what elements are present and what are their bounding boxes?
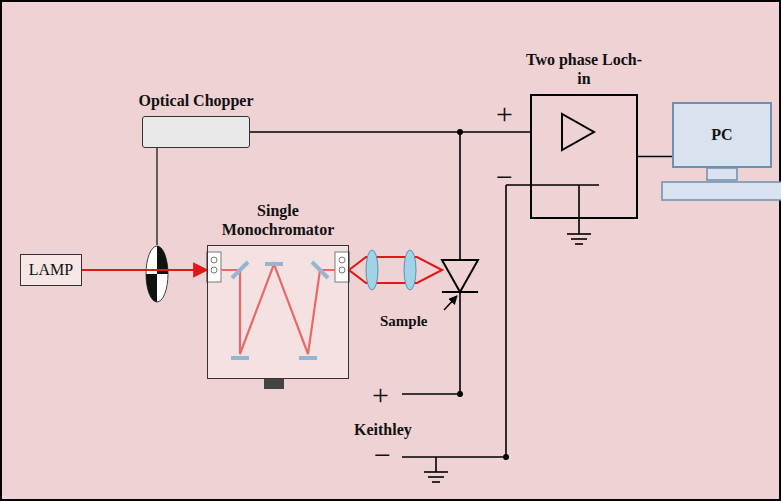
- light-beam: [82, 269, 207, 271]
- terminal-sign: +: [372, 380, 389, 410]
- data-cable: [638, 156, 672, 158]
- circuit-wires: [402, 132, 599, 482]
- pc-monitor-outline: PC: [672, 102, 772, 168]
- pc-stand: [662, 168, 781, 200]
- chopper-wheel: [146, 246, 168, 302]
- box-heading: Two phase Loch-in: [522, 50, 647, 88]
- box-text: PC: [711, 126, 732, 144]
- terminal-sign: −: [374, 440, 391, 470]
- lockin-box: Two phase Loch-in: [530, 94, 638, 219]
- sample-leader: [444, 296, 457, 310]
- input-sign: +: [496, 99, 513, 129]
- input-sign: −: [496, 162, 513, 192]
- lamp-box-outline: LAMP: [20, 254, 82, 286]
- monochromator-box-outline: [207, 245, 349, 379]
- amplifier-symbol: [562, 114, 594, 150]
- box-text: LAMP: [29, 261, 73, 279]
- box-heading: Optical Chopper: [136, 91, 256, 110]
- sample-diode: [442, 260, 478, 292]
- lockin-box-outline: [530, 94, 638, 219]
- pc-monitor: PC: [672, 102, 772, 168]
- box-heading: Single Monochromator: [208, 201, 348, 239]
- part-label: Keithley: [354, 422, 412, 438]
- chopper-box: Optical Chopper: [142, 116, 250, 148]
- lamp-box: LAMP: [20, 254, 82, 286]
- focusing-lenses: [349, 250, 442, 290]
- chopper-shaft: [156, 148, 158, 245]
- chopper-box-outline: [142, 116, 250, 148]
- reference-wire: [250, 131, 530, 133]
- monochromator-box: Single Monochromator: [207, 245, 349, 379]
- part-label: Sample: [380, 314, 428, 329]
